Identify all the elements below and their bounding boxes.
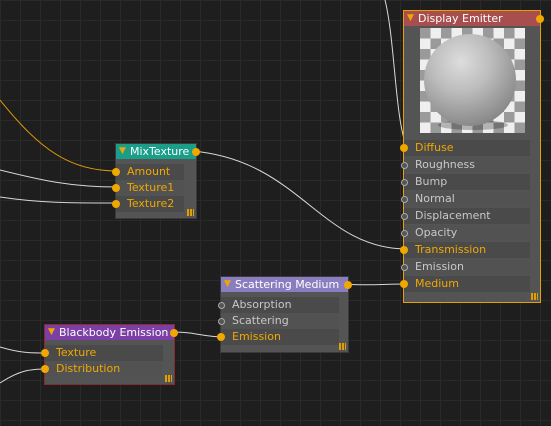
- material-preview: [420, 28, 525, 133]
- wire-medium: [342, 283, 408, 286]
- input-medium[interactable]: Medium: [400, 276, 530, 292]
- input-bump[interactable]: Bump: [401, 174, 530, 190]
- input-port[interactable]: [112, 184, 120, 192]
- input-port[interactable]: [401, 230, 408, 237]
- input-label: Diffuse: [415, 141, 454, 154]
- output-port[interactable]: [192, 148, 200, 156]
- input-label: Distribution: [56, 362, 121, 375]
- mix-texture-header[interactable]: ▼ MixTexture: [116, 144, 200, 159]
- input-label: Emission: [232, 330, 281, 343]
- input-label: Amount: [127, 165, 171, 178]
- input-port[interactable]: [41, 365, 49, 373]
- input-label: Opacity: [415, 226, 458, 239]
- preview-sphere: [424, 34, 516, 126]
- input-absorption[interactable]: Absorption: [218, 297, 339, 313]
- node-title: MixTexture: [130, 145, 190, 158]
- input-label: Scattering: [232, 314, 289, 327]
- input-port[interactable]: [218, 318, 225, 325]
- input-label: Emission: [415, 260, 464, 273]
- collapse-triangle-icon[interactable]: ▼: [407, 13, 414, 23]
- blackbody-emission-header[interactable]: ▼ Blackbody Emission: [45, 325, 178, 340]
- input-port[interactable]: [401, 196, 408, 203]
- input-port[interactable]: [401, 162, 408, 169]
- input-texture[interactable]: Texture: [41, 345, 163, 361]
- resize-grip-icon[interactable]: [339, 343, 346, 350]
- input-emission[interactable]: Emission: [217, 329, 339, 345]
- node-title: Blackbody Emission: [59, 326, 169, 339]
- wire-mix-to-transmission: [191, 150, 408, 250]
- blackbody-emission-node[interactable]: ▼ Blackbody Emission Texture Distributio…: [41, 324, 178, 385]
- wire-texture2-in: [0, 196, 119, 204]
- input-normal[interactable]: Normal: [401, 191, 530, 207]
- output-port[interactable]: [344, 281, 352, 289]
- collapse-triangle-icon[interactable]: ▼: [119, 146, 126, 156]
- input-displacement[interactable]: Displacement: [401, 208, 530, 224]
- input-label: Normal: [415, 192, 455, 205]
- resize-grip-icon[interactable]: [187, 209, 194, 216]
- scattering-medium-node[interactable]: ▼ Scattering Medium Absorption Scatterin…: [217, 276, 352, 353]
- input-port[interactable]: [400, 144, 408, 152]
- mix-texture-node[interactable]: ▼ MixTexture Amount Texture1 Texture2: [112, 143, 200, 219]
- node-title: Scattering Medium: [235, 278, 340, 291]
- resize-grip-icon[interactable]: [165, 375, 172, 382]
- input-port[interactable]: [112, 168, 120, 176]
- input-port[interactable]: [217, 333, 225, 341]
- input-amount[interactable]: Amount: [112, 164, 184, 180]
- input-port[interactable]: [41, 349, 49, 357]
- output-port[interactable]: [536, 15, 544, 23]
- display-emitter-node[interactable]: ▼ Display Emitter Diffuse Roughness Bump…: [400, 10, 544, 303]
- input-label: Displacement: [415, 209, 491, 222]
- input-label: Texture2: [127, 197, 175, 210]
- input-port[interactable]: [112, 200, 120, 208]
- input-port[interactable]: [401, 213, 408, 220]
- input-port[interactable]: [218, 302, 225, 309]
- input-transmission[interactable]: Transmission: [400, 242, 530, 258]
- resize-grip-icon[interactable]: [531, 293, 538, 300]
- input-port[interactable]: [401, 179, 408, 186]
- scattering-medium-header[interactable]: ▼ Scattering Medium: [221, 277, 352, 292]
- input-label: Transmission: [415, 243, 487, 256]
- input-label: Medium: [415, 277, 459, 290]
- input-label: Absorption: [232, 298, 292, 311]
- input-label: Roughness: [415, 158, 476, 171]
- input-texture2[interactable]: Texture2: [112, 196, 184, 212]
- input-label: Texture1: [127, 181, 175, 194]
- input-roughness[interactable]: Roughness: [401, 157, 530, 173]
- wire-amount-in: [0, 99, 119, 172]
- collapse-triangle-icon[interactable]: ▼: [48, 327, 55, 337]
- input-port[interactable]: [400, 280, 408, 288]
- input-port[interactable]: [400, 246, 408, 254]
- output-port[interactable]: [170, 329, 178, 337]
- input-port[interactable]: [401, 264, 408, 271]
- input-emission[interactable]: Emission: [401, 259, 530, 275]
- display-emitter-header[interactable]: ▼ Display Emitter: [404, 11, 544, 26]
- input-distribution[interactable]: Distribution: [41, 361, 163, 377]
- input-label: Bump: [415, 175, 448, 188]
- node-title: Display Emitter: [418, 12, 503, 25]
- input-label: Texture: [56, 346, 97, 359]
- wire-texture1-in: [0, 169, 119, 188]
- input-scattering[interactable]: Scattering: [218, 313, 339, 329]
- input-diffuse[interactable]: Diffuse: [400, 140, 530, 156]
- input-texture1[interactable]: Texture1: [112, 180, 184, 196]
- collapse-triangle-icon[interactable]: ▼: [224, 279, 231, 289]
- input-opacity[interactable]: Opacity: [401, 225, 530, 241]
